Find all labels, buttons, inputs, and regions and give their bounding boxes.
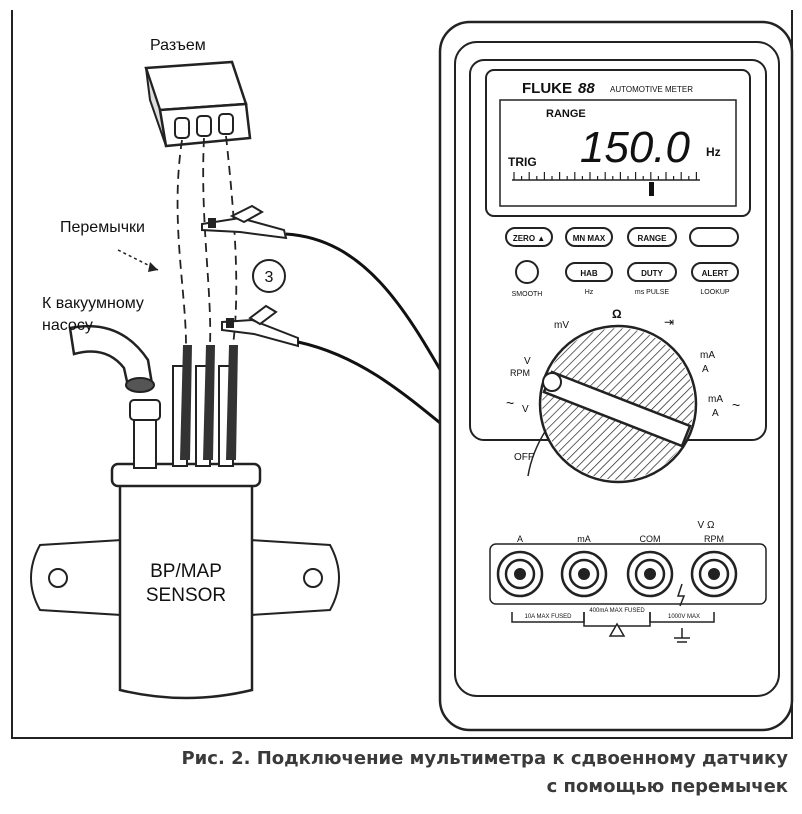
dial-mv-label: mV xyxy=(554,320,569,331)
clip-upper xyxy=(201,204,288,240)
dial-ma-label: mA xyxy=(700,350,715,361)
dial-ma-a-label: A xyxy=(702,364,709,375)
jack-ma-label: mA xyxy=(577,534,591,544)
vacuum-nipple xyxy=(133,417,157,469)
smooth-label: SMOOTH xyxy=(512,291,543,298)
meter-subtitle: AUTOMOTIVE METER xyxy=(610,85,693,94)
smooth-button[interactable] xyxy=(515,260,539,284)
vacuum-label-line1: К вакуумному xyxy=(42,295,144,312)
dial-ac-a-label: A xyxy=(712,408,719,419)
callout-number: 3 xyxy=(265,269,274,286)
jack-a[interactable] xyxy=(496,550,544,598)
connector-socket-1 xyxy=(174,117,190,139)
duty-button-label: DUTY xyxy=(641,269,663,278)
jack-com[interactable] xyxy=(626,550,674,598)
caption-line1: Рис. 2. Подключение мультиметра к сдвоен… xyxy=(181,748,788,769)
dial-ohm-label: Ω xyxy=(612,307,622,321)
vacuum-label-line2: насосу xyxy=(42,317,93,334)
minmax-button-label: MN MAX xyxy=(573,234,606,243)
lcd-reading: 150.0 xyxy=(580,123,691,172)
connector-socket-2 xyxy=(196,115,212,137)
connector-label: Разъем xyxy=(150,37,206,54)
bargraph-ticks xyxy=(513,172,698,180)
dial-v-label: V xyxy=(524,356,531,367)
sensor-group xyxy=(30,345,340,700)
hz-label: Hz xyxy=(585,289,594,296)
jumper-wire-2 xyxy=(202,137,212,346)
sensor-label-line2: SENSOR xyxy=(146,585,226,606)
range-button-label: RANGE xyxy=(638,234,668,243)
meter-brand: FLUKE xyxy=(522,80,572,97)
jumper-wires xyxy=(176,135,238,346)
jumper-wire-3 xyxy=(225,135,238,346)
jumpers-label: Перемычки xyxy=(60,219,145,236)
duty-button[interactable] xyxy=(627,262,677,282)
fused-label-1: 10A MAX FUSED xyxy=(524,614,572,620)
lcd-range-indicator: RANGE xyxy=(546,108,586,120)
warning-icon xyxy=(608,622,626,637)
jack-vohm-label: V Ω xyxy=(698,520,715,531)
lcd-unit: Hz xyxy=(706,145,721,159)
pulse-label: ms PULSE xyxy=(635,289,670,296)
mount-hole-left xyxy=(48,568,68,588)
hold-button[interactable] xyxy=(565,262,613,282)
zero-button[interactable] xyxy=(505,227,553,247)
meter-model: 88 xyxy=(578,80,595,97)
blank-button[interactable] xyxy=(689,227,739,247)
clip-lower xyxy=(221,304,299,348)
jack-ma[interactable] xyxy=(560,550,608,598)
mount-hole-right xyxy=(303,568,323,588)
jumper-probe-3 xyxy=(226,345,238,460)
jack-com-label: COM xyxy=(640,534,661,544)
jack-vohm[interactable] xyxy=(690,550,738,598)
caption-line2: с помощью перемычек xyxy=(546,776,788,797)
ground-icon xyxy=(674,628,690,643)
bracket-com-v xyxy=(649,612,715,623)
hold-button-label: HAB xyxy=(580,269,598,278)
callout-circle xyxy=(252,259,286,293)
dial-diode-label: ⇥ xyxy=(664,315,674,329)
lcd-screen xyxy=(499,99,737,207)
zero-button-label: ZERO ▲ xyxy=(513,234,545,243)
dial-rpm-label: RPM xyxy=(510,368,530,378)
sensor-flange-right xyxy=(249,538,340,617)
max-voltage-label: 1000V MAX xyxy=(668,614,700,620)
alert-button-label: ALERT xyxy=(702,269,729,278)
minmax-button[interactable] xyxy=(565,227,613,247)
range-button[interactable] xyxy=(627,227,677,247)
lookup-label: LOOKUP xyxy=(700,289,730,296)
sensor-flange-left xyxy=(30,538,123,617)
lcd-trig-indicator: TRIG xyxy=(508,155,537,169)
jack-a-label: A xyxy=(517,534,523,544)
sensor-body xyxy=(118,478,254,700)
vacuum-hose xyxy=(68,324,155,393)
connector-group xyxy=(144,60,252,148)
jumpers-pointer-head xyxy=(148,262,158,272)
jumper-probe-1 xyxy=(180,345,192,460)
multimeter xyxy=(438,20,794,732)
bargraph-pointer xyxy=(649,182,654,196)
ac-wave-icon-right: ~ xyxy=(732,397,740,413)
dial-ac-ma-label: mA xyxy=(708,394,723,405)
vacuum-nipple-tip xyxy=(129,399,161,421)
dial-off-label: OFF xyxy=(514,452,534,463)
connector-top xyxy=(144,60,248,112)
jack-rpm-label: RPM xyxy=(704,534,724,544)
connector-socket-3 xyxy=(218,113,234,135)
sensor-label-line1: BP/MAP xyxy=(150,561,222,582)
alert-button[interactable] xyxy=(691,262,739,282)
dial-indicator xyxy=(542,372,562,392)
fuse-icon xyxy=(676,583,686,607)
fused-label-2: 400mA MAX FUSED xyxy=(589,608,645,614)
jumper-wire-1 xyxy=(176,139,187,346)
rotary-switch[interactable] xyxy=(538,324,698,484)
jumper-probe-2 xyxy=(203,345,215,460)
ac-wave-icon: ~ xyxy=(506,395,514,411)
off-arc xyxy=(527,429,547,477)
dial-ac-v-label: V xyxy=(522,404,529,415)
